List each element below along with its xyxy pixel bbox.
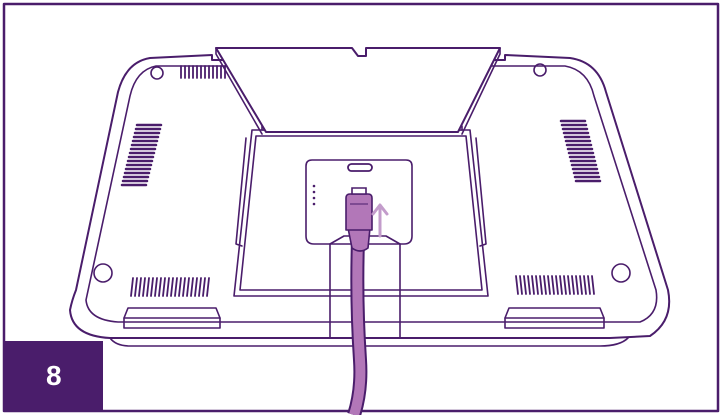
foot-left-front [123,317,221,329]
bottom-right-vent [515,275,595,295]
foot-right-front [504,317,605,329]
cable-connector-tip [351,187,367,195]
bottom-left-vent [130,277,210,297]
cable-channel [329,243,401,339]
up-arrow-icon [371,203,389,238]
usb-cable [345,187,373,415]
indicator-dots [312,184,316,206]
cable-strain-relief [347,227,371,252]
top-left-vent [180,65,226,79]
stand-recess-rail-right [475,137,487,247]
left-vent-grille [120,123,163,187]
usb-c-port [347,163,373,172]
right-vent-grille [559,119,602,183]
kickstand-flap-edge [215,47,263,135]
kickstand-flap [215,47,501,133]
screw-top-right [533,63,547,77]
kickstand-flap-edge-right [461,47,501,135]
tablet-body-outline [69,54,671,339]
step-number: 8 [45,359,63,391]
foot-left [123,307,221,319]
screw-bottom-left [93,263,113,283]
foot-right [504,307,605,319]
stand-recess-inner [239,135,483,291]
tablet-body-inner [85,65,658,323]
step-badge: 8 [5,341,103,410]
screw-top-left [150,66,164,80]
cable-plug [345,193,373,231]
screw-bottom-right [611,263,631,283]
tablet-bottom-edge [109,337,629,347]
stand-recess-rail-left [235,137,247,247]
